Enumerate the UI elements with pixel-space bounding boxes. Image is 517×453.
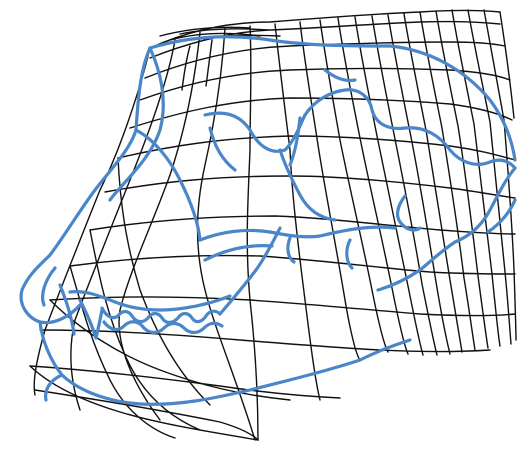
grid-line (247, 26, 258, 440)
skull-contour (104, 322, 222, 333)
skull-contour (210, 128, 235, 170)
grid-line (119, 32, 200, 420)
skull-contour (205, 246, 272, 260)
deformation-grid (30, 10, 516, 440)
grid-line (355, 17, 423, 355)
grid-line (404, 14, 462, 352)
skull-contour (455, 168, 515, 242)
skull-contour (80, 300, 102, 338)
grid-line (182, 46, 190, 90)
grid-line (40, 330, 490, 352)
grid-line (105, 176, 515, 198)
grid-line (320, 20, 388, 352)
skull-contour (21, 255, 80, 323)
grid-line (468, 10, 511, 344)
grid-line (35, 390, 258, 440)
grid-line (145, 42, 505, 78)
grid-line (30, 366, 340, 398)
skull-contour (40, 322, 360, 404)
skull-contour (205, 113, 305, 151)
grid-line (500, 12, 514, 118)
skull-contour (280, 150, 335, 220)
grid-line (34, 48, 150, 395)
